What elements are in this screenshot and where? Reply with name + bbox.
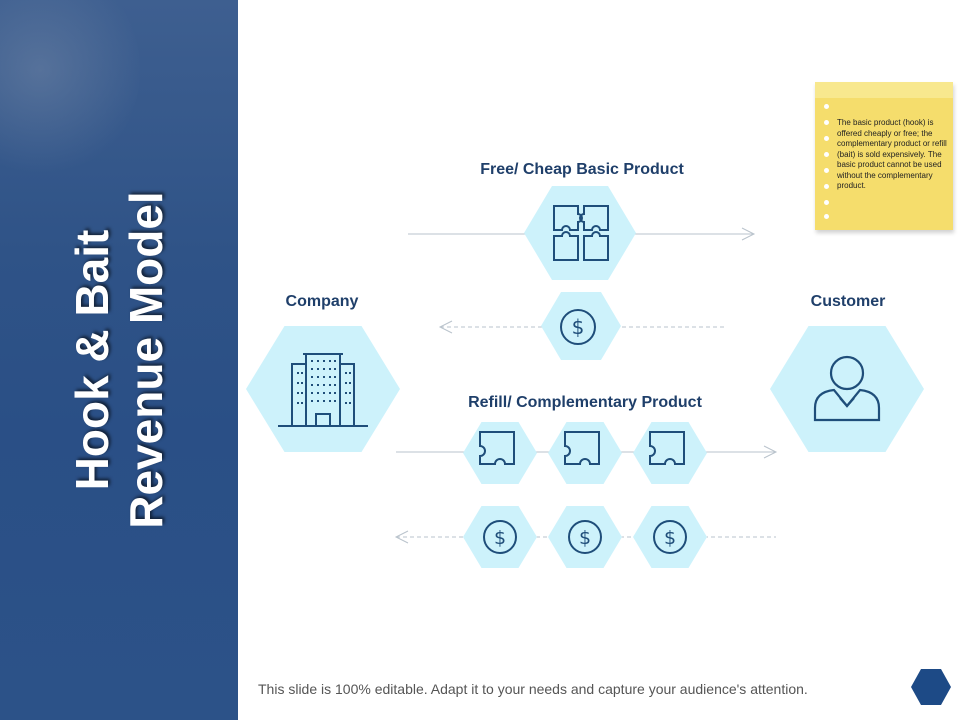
dollar-icon: $ <box>568 520 602 554</box>
note-hole <box>824 214 829 219</box>
dollar-icon: $ <box>653 520 687 554</box>
sticky-note-top <box>815 82 953 98</box>
puzzle-piece-icon <box>479 431 515 465</box>
dollar-icon: $ <box>483 520 517 554</box>
svg-text:$: $ <box>494 527 506 549</box>
sticky-note: The basic product (hook) is offered chea… <box>815 82 953 230</box>
label-customer: Customer <box>810 293 886 310</box>
puzzle-piece-icon <box>649 431 685 465</box>
sidebar-panel: Hook & Bait Revenue Model <box>0 0 238 720</box>
dollar-icon: $ <box>560 309 596 345</box>
arrowhead-refill-product <box>763 445 778 459</box>
label-refill-product: Refill/ Complementary Product <box>468 394 702 411</box>
footer-text: This slide is 100% editable. Adapt it to… <box>258 681 808 697</box>
note-hole <box>824 184 829 189</box>
note-hole <box>824 168 829 173</box>
puzzle-icon <box>553 205 609 261</box>
svg-text:$: $ <box>572 315 585 339</box>
note-text: The basic product (hook) is offered chea… <box>837 118 947 190</box>
svg-text:$: $ <box>664 527 676 549</box>
person-icon <box>813 355 881 422</box>
note-hole <box>824 136 829 141</box>
footer-hexagon <box>911 669 951 705</box>
note-hole <box>824 152 829 157</box>
note-hole <box>824 120 829 125</box>
arrowhead-refill-payment <box>394 530 409 544</box>
note-hole <box>824 200 829 205</box>
building-icon <box>278 353 368 427</box>
arrowhead-top-product <box>741 227 756 241</box>
label-basic-product: Free/ Cheap Basic Product <box>480 161 684 178</box>
basic-product-hexagon <box>524 186 636 280</box>
puzzle-piece-icon <box>564 431 600 465</box>
arrowhead-top-payment <box>438 320 453 334</box>
svg-text:$: $ <box>579 527 591 549</box>
label-company: Company <box>285 293 359 310</box>
note-hole <box>824 104 829 109</box>
